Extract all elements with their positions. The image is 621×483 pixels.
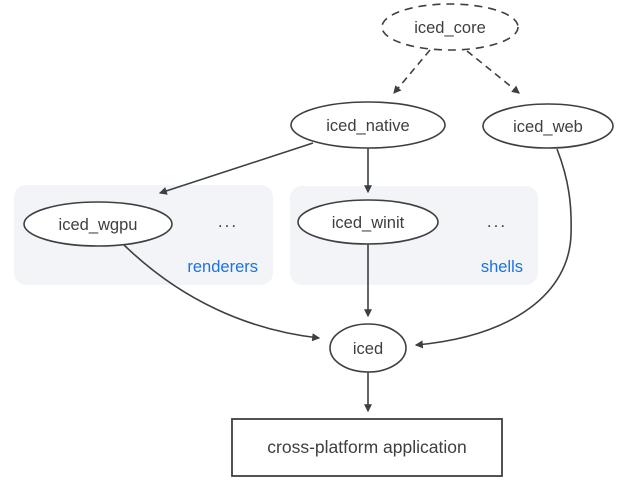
node-iced_core-label: iced_core: [414, 19, 486, 37]
edge-iced_core-to-iced_native: [393, 49, 431, 94]
shells-ellipsis: ...: [487, 212, 507, 231]
edge-iced_native-to-iced_wgpu: [158, 142, 314, 195]
node-iced_wgpu-label: iced_wgpu: [59, 216, 138, 234]
node-app-shape: [231, 418, 503, 477]
renderers-group-label: renderers: [187, 258, 258, 276]
node-iced_wgpu-shape: [23, 201, 173, 247]
labels-layer: iced_core iced_native iced_web iced_wgpu…: [59, 19, 583, 457]
node-iced_winit-label: iced_winit: [332, 214, 405, 232]
node-iced_native-label: iced_native: [326, 117, 409, 135]
group-labels-layer: renderers shells: [187, 258, 523, 276]
node-iced_native-shape: [290, 101, 446, 149]
edge-iced_core-to-iced_web: [466, 50, 520, 94]
nodes-layer: [23, 3, 614, 477]
node-iced_web-label: iced_web: [513, 118, 583, 136]
edges-layer: [121, 49, 572, 413]
node-iced_winit-shape: [297, 199, 439, 245]
node-iced-shape: [329, 323, 407, 373]
renderers-ellipsis: ...: [218, 212, 238, 231]
edge-iced_web-to-iced: [414, 148, 572, 349]
node-iced_web-shape: [482, 103, 614, 149]
edge-iced_wgpu-to-iced: [121, 242, 321, 342]
shells-group-label: shells: [481, 258, 523, 276]
node-iced-label: iced: [353, 340, 383, 358]
node-app-label: cross-platform application: [267, 437, 466, 457]
node-iced_core-shape: [381, 3, 519, 51]
